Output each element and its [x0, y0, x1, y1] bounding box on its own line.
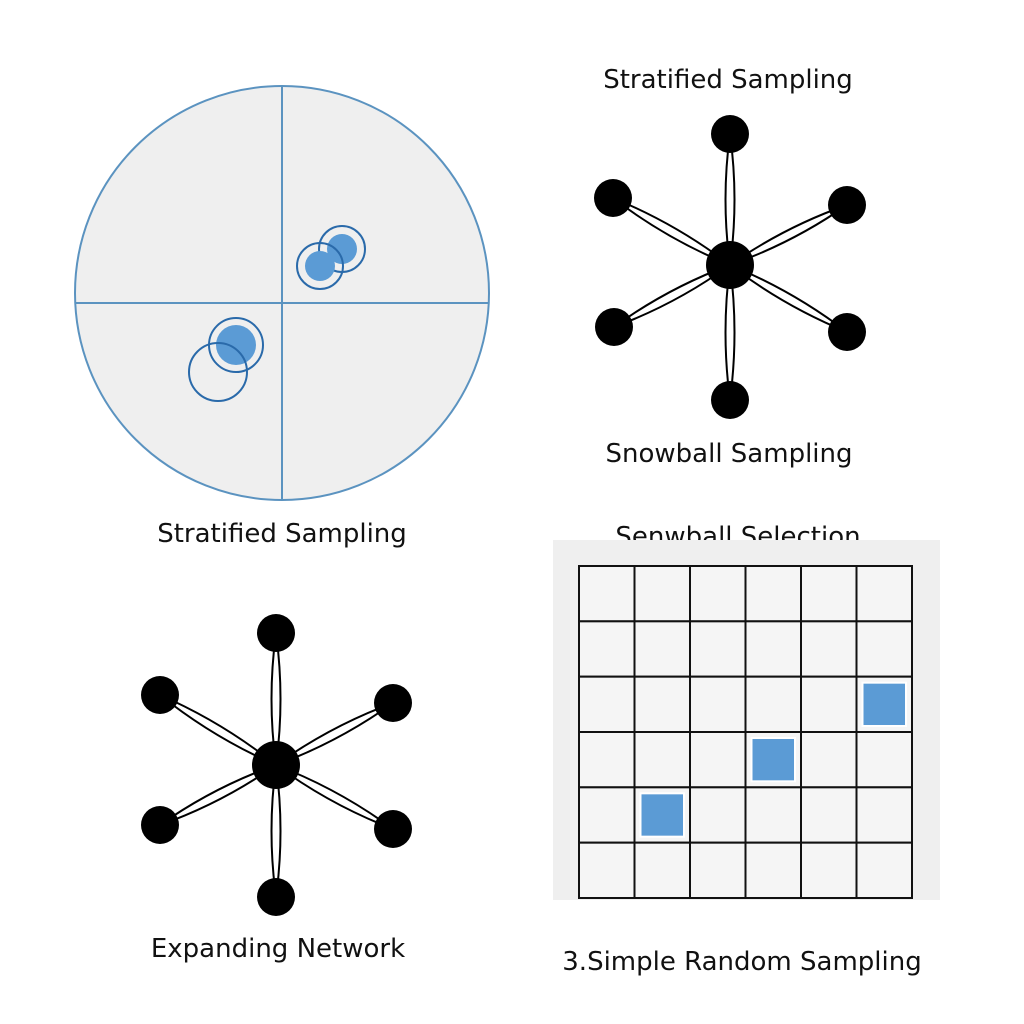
grid-cell — [744, 675, 802, 734]
grid-cell — [855, 620, 913, 678]
random-grid-panel: Senwball Selection 3.Simple Random Sampl… — [553, 522, 940, 977]
grid-cell — [578, 841, 636, 900]
sample-ring — [296, 242, 344, 290]
selected-sample-cell — [861, 681, 907, 728]
snowball-network-top-panel: Stratified Sampling Snowball Sampling — [594, 65, 866, 469]
network-leaf-node — [374, 684, 412, 722]
grid-cell — [689, 731, 747, 789]
network-leaf-node — [828, 186, 866, 224]
grid-cell — [744, 565, 802, 623]
star-bottom-caption: Expanding Network — [151, 934, 405, 964]
grid-cell — [855, 841, 913, 900]
sample-point — [327, 234, 357, 264]
grid-cell — [800, 731, 858, 789]
grid-cell — [800, 565, 858, 623]
grid-cell — [689, 841, 747, 900]
network-hub-node — [252, 741, 300, 789]
network-leaf-node — [374, 810, 412, 848]
sampling-grid — [578, 565, 913, 900]
grid-cell — [800, 620, 858, 678]
grid-cell — [633, 675, 691, 734]
sample-point — [216, 325, 256, 365]
grid-cell — [744, 620, 802, 678]
network-leaf-node — [711, 115, 749, 153]
grid-caption: 3.Simple Random Sampling — [562, 947, 921, 977]
network-leaf-node — [828, 313, 866, 351]
network-star-bottom — [141, 614, 412, 916]
grid-cell — [633, 841, 691, 900]
star-top-title: Stratified Sampling — [603, 65, 853, 95]
grid-cell — [689, 786, 747, 844]
grid-cell — [578, 731, 636, 789]
network-leaf-node — [257, 614, 295, 652]
grid-cell — [855, 731, 913, 789]
grid-cell — [800, 841, 858, 900]
circle-caption: Stratified Sampling — [157, 519, 407, 549]
grid-cell — [578, 786, 636, 844]
grid-cell — [855, 565, 913, 623]
selected-sample-cell — [750, 737, 796, 783]
network-leaf-node — [594, 179, 632, 217]
network-star-top — [594, 115, 866, 419]
grid-cell — [633, 731, 691, 789]
sample-cluster-lower-left — [188, 317, 264, 402]
grid-cell — [855, 786, 913, 844]
grid-cell — [800, 786, 858, 844]
grid-cell — [744, 841, 802, 900]
grid-cell — [578, 675, 636, 734]
stratified-circle-panel: Stratified Sampling — [74, 85, 490, 549]
network-leaf-node — [141, 806, 179, 844]
network-leaf-node — [595, 308, 633, 346]
grid-cell — [689, 565, 747, 623]
star-top-caption: Snowball Sampling — [606, 439, 853, 469]
grid-cell — [578, 620, 636, 678]
selected-sample-cell — [639, 792, 685, 838]
sample-cluster-upper-right — [296, 225, 366, 290]
grid-cell — [578, 565, 636, 623]
network-hub-node — [706, 241, 754, 289]
network-leaf-node — [141, 676, 179, 714]
grid-cell — [744, 786, 802, 844]
grid-cell — [689, 620, 747, 678]
grid-cell — [633, 565, 691, 623]
grid-cell — [800, 675, 858, 734]
sample-point — [305, 251, 335, 281]
sample-ring — [188, 342, 248, 402]
grid-cell — [689, 675, 747, 734]
grid-cell — [633, 620, 691, 678]
expanding-network-panel: Expanding Network — [141, 614, 412, 964]
network-leaf-node — [711, 381, 749, 419]
network-leaf-node — [257, 878, 295, 916]
